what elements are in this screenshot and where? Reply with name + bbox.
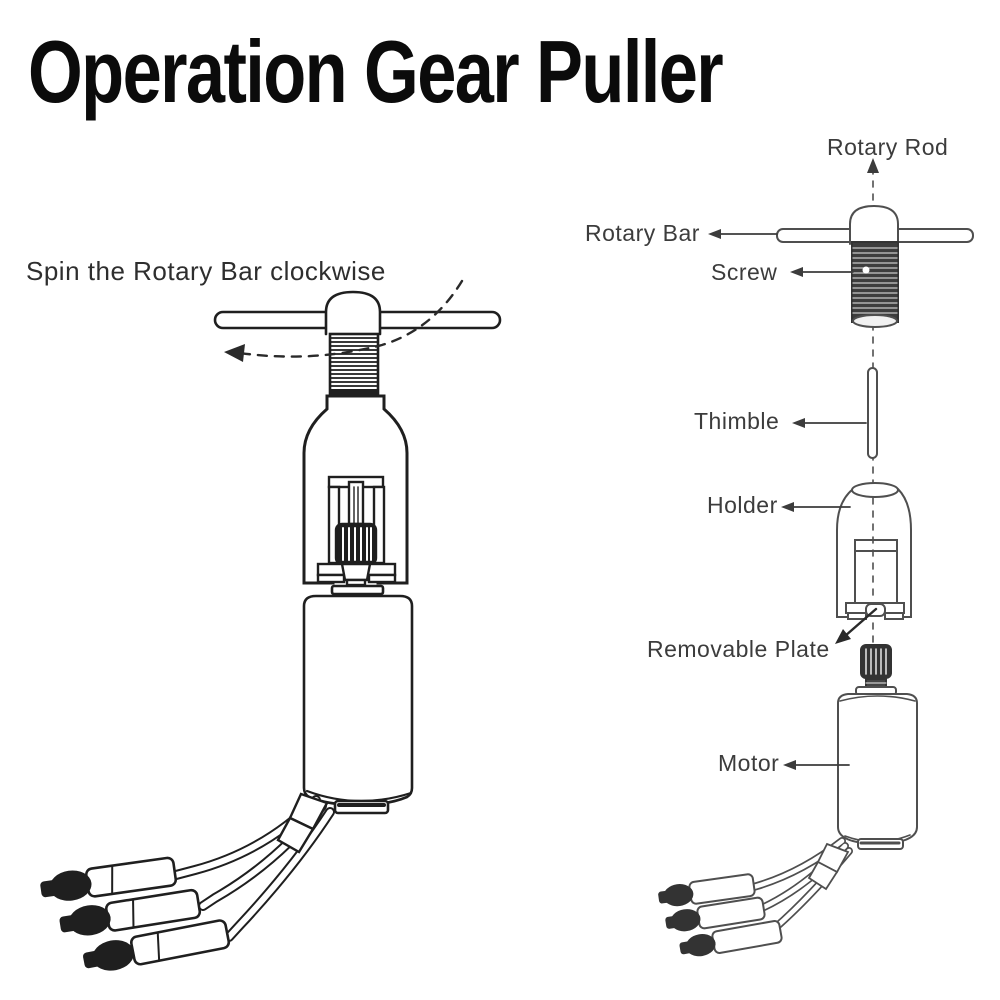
- left-plate: [330, 584, 385, 596]
- rotary-bar-arrow: [708, 229, 778, 239]
- label-motor: Motor: [718, 750, 780, 776]
- label-removable-plate: Removable Plate: [647, 636, 830, 662]
- left-internal-mechanism: [316, 475, 397, 587]
- label-screw: Screw: [711, 259, 778, 285]
- right-screw: [851, 241, 899, 328]
- left-removable-plate: [316, 562, 397, 587]
- label-rotary-bar: Rotary Bar: [585, 220, 700, 246]
- label-arrows: [708, 229, 878, 770]
- label-rotary-rod: Rotary Rod: [827, 134, 949, 160]
- left-wire-connectors: [40, 856, 231, 971]
- left-motor-wires: [171, 792, 335, 942]
- right-thimble: [867, 367, 878, 459]
- label-thimble: Thimble: [694, 408, 780, 434]
- right-gear: [860, 644, 892, 689]
- right-removable-plate: [845, 602, 905, 620]
- right-rotary-rod-knob: [849, 204, 899, 245]
- left-screw: [328, 332, 380, 396]
- right-figure-illustration: [658, 158, 974, 957]
- thimble-arrow: [792, 418, 867, 428]
- left-figure-caption: Spin the Rotary Bar clockwise: [26, 256, 386, 286]
- screw-arrow: [790, 267, 854, 277]
- clockwise-rotation-arrow: [224, 279, 464, 362]
- right-holder: [836, 482, 912, 620]
- rotary-rod-arrow: [867, 158, 879, 173]
- right-wire-connectors: [658, 873, 783, 957]
- motor-arrow: [783, 760, 850, 770]
- left-rotary-rod-knob: [324, 290, 382, 336]
- left-motor: [302, 594, 414, 815]
- left-figure-illustration: [40, 279, 502, 971]
- right-motor: [837, 686, 918, 850]
- label-holder: Holder: [707, 492, 778, 518]
- holder-arrow: [781, 502, 851, 512]
- page-title: Operation Gear Puller: [28, 22, 724, 121]
- removable-plate-arrow: [835, 607, 878, 644]
